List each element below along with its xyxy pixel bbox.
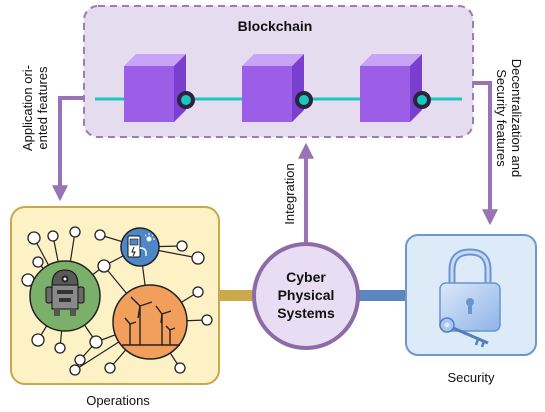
cps-node: Cyber Physical Systems [252,242,360,350]
decentral-label-2: Security features [494,69,509,167]
cps-label-1: Cyber [286,269,326,285]
security-panel [405,234,537,356]
ev-charger-icon [120,227,160,267]
operations-panel [10,206,220,385]
network-nodes [21,226,213,376]
blockchain-title: Blockchain [238,18,313,34]
application-label-1: Application ori- [20,65,35,151]
integration-label: Integration [282,163,297,224]
blockchain-panel: Blockchain [83,5,474,138]
security-connector [357,290,407,301]
operations-label: Operations [86,393,150,408]
cps-label-2: Physical [278,287,335,303]
security-arrow [473,81,498,226]
application-label-2: ented features [35,66,50,150]
application-arrow [52,96,84,202]
cps-label-3: Systems [277,305,335,321]
robot-icon [29,260,101,332]
decentral-label-1: Decentralization and [509,59,524,178]
wind-turbine-icon [112,284,188,360]
padlock-icon [439,248,501,332]
block-cube [360,54,431,122]
security-label: Security [448,370,495,385]
block-cube [242,54,313,122]
block-cube [124,54,195,122]
key-icon [439,317,489,348]
operations-connector [219,290,255,301]
